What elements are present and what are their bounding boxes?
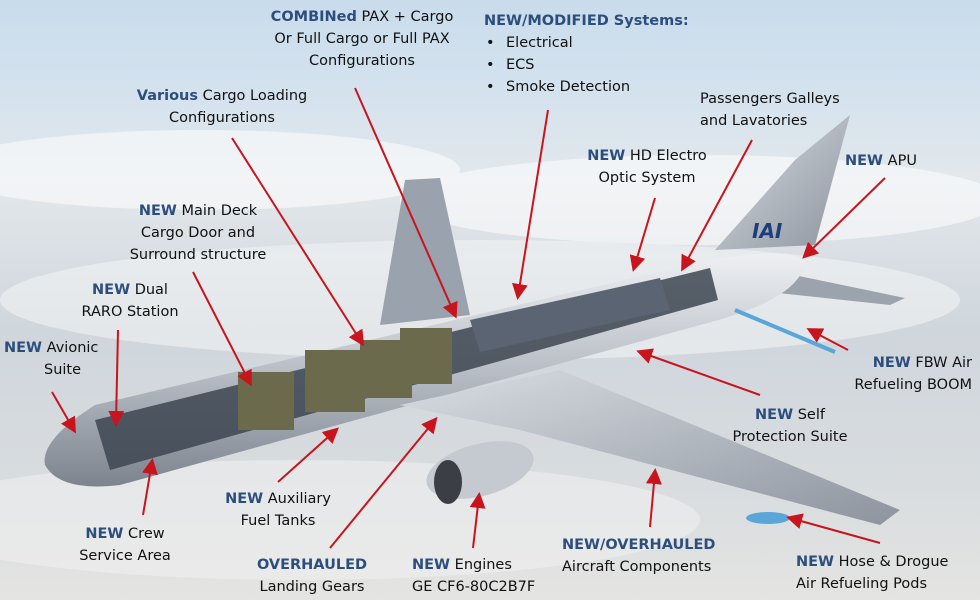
callout-text: Auxiliary: [267, 491, 331, 507]
callout-combined-config: COMBINed PAX + Cargo Or Full Cargo or Fu…: [262, 6, 462, 72]
callout-prefix: NEW: [755, 407, 794, 423]
callout-text: Surround structure: [129, 247, 267, 263]
callout-prefix: NEW: [845, 153, 884, 169]
callout-prefix: COMBINed: [270, 9, 357, 25]
callout-hd-electro-optic: NEW HD Electro Optic System: [567, 145, 727, 189]
callout-prefix: NEW: [85, 526, 124, 542]
callout-landing-gears: OVERHAULED Landing Gears: [247, 554, 377, 598]
callout-text: Main Deck: [181, 203, 258, 219]
callout-text: Suite: [44, 362, 82, 378]
callout-apu: NEW APU: [845, 150, 917, 172]
callout-cargo-loading: Various Cargo Loading Configurations: [122, 85, 322, 129]
callout-prefix: NEW: [4, 340, 43, 356]
callout-prefix: NEW: [796, 554, 835, 570]
refueling-boom: [734, 308, 836, 354]
callout-prefix: NEW: [587, 148, 626, 164]
callout-prefix: OVERHAULED: [256, 557, 368, 573]
callout-text: Configurations: [169, 110, 275, 126]
callout-text: GE CF6-80C2B7F: [412, 579, 536, 595]
callout-text: RARO Station: [81, 304, 179, 320]
callout-prefix: NEW: [872, 355, 911, 371]
callout-text: Service Area: [79, 548, 171, 564]
callout-text: Crew: [128, 526, 165, 542]
callout-modified-systems: NEW/MODIFIED Systems: Electrical ECS Smo…: [484, 10, 689, 98]
callout-text: Air Refueling Pods: [796, 576, 927, 592]
callout-prefix: NEW/OVERHAULED: [562, 537, 716, 553]
callout-raro-station: NEW Dual RARO Station: [60, 279, 200, 323]
callout-text: Or Full Cargo or Full PAX: [274, 31, 450, 47]
callout-text: Avionic: [46, 340, 99, 356]
callout-prefix: NEW: [138, 203, 177, 219]
callout-prefix: NEW: [92, 282, 131, 298]
callout-text: Cargo Loading: [202, 88, 308, 104]
callout-text: Landing Gears: [259, 579, 365, 595]
callout-text: Hose & Drogue: [838, 554, 949, 570]
list-item: ECS: [486, 54, 689, 76]
callout-text: Fuel Tanks: [240, 513, 316, 529]
callout-fbw-boom: NEW FBW Air Refueling BOOM: [854, 352, 972, 396]
callout-main-deck-door: NEW Main Deck Cargo Door and Surround st…: [108, 200, 288, 266]
callout-prefix: Various: [136, 88, 199, 104]
callout-text: PAX + Cargo: [361, 9, 454, 25]
callout-heading: NEW/MODIFIED Systems:: [484, 13, 689, 29]
passenger-seats: [470, 278, 670, 352]
callout-text: HD Electro: [629, 148, 707, 164]
callout-text: Protection Suite: [732, 429, 848, 445]
callout-text: FBW Air: [915, 355, 972, 371]
callout-avionic-suite: NEW Avionic Suite: [4, 337, 98, 381]
callout-arrows: [51, 87, 886, 549]
callout-text: Optic System: [598, 170, 696, 186]
callout-galleys: Passengers Galleys and Lavatories: [700, 88, 840, 132]
callout-aircraft-components: NEW/OVERHAULED Aircraft Components: [562, 534, 715, 578]
list-item: Electrical: [486, 32, 689, 54]
callout-self-protection: NEW Self Protection Suite: [720, 404, 860, 448]
iai-logo: IAI: [752, 219, 783, 243]
callout-hose-drogue-pods: NEW Hose & Drogue Air Refueling Pods: [796, 551, 948, 595]
callout-text: Configurations: [309, 53, 415, 69]
callout-prefix: NEW: [412, 557, 451, 573]
callout-text: Cargo Door and: [140, 225, 256, 241]
refueling-pod: [746, 512, 790, 524]
callout-text: and Lavatories: [700, 113, 808, 129]
engine-intake: [434, 460, 462, 504]
callout-text: APU: [887, 153, 917, 169]
callout-text: Dual: [134, 282, 168, 298]
upper-wing: [380, 178, 470, 325]
callout-crew-service: NEW Crew Service Area: [60, 523, 190, 567]
callout-aux-fuel-tanks: NEW Auxiliary Fuel Tanks: [208, 488, 348, 532]
systems-list: Electrical ECS Smoke Detection: [484, 32, 689, 98]
callout-prefix: NEW: [225, 491, 264, 507]
callout-text: Engines: [454, 557, 512, 573]
callout-text: Passengers Galleys: [700, 91, 840, 107]
callout-text: Aircraft Components: [562, 559, 712, 575]
main-wing: [400, 370, 900, 525]
callout-text: Refueling BOOM: [854, 377, 972, 393]
callout-engines: NEW Engines GE CF6-80C2B7F: [412, 554, 535, 598]
list-item: Smoke Detection: [486, 76, 689, 98]
vertical-stabilizer: [715, 115, 850, 250]
callout-text: Self: [797, 407, 825, 423]
